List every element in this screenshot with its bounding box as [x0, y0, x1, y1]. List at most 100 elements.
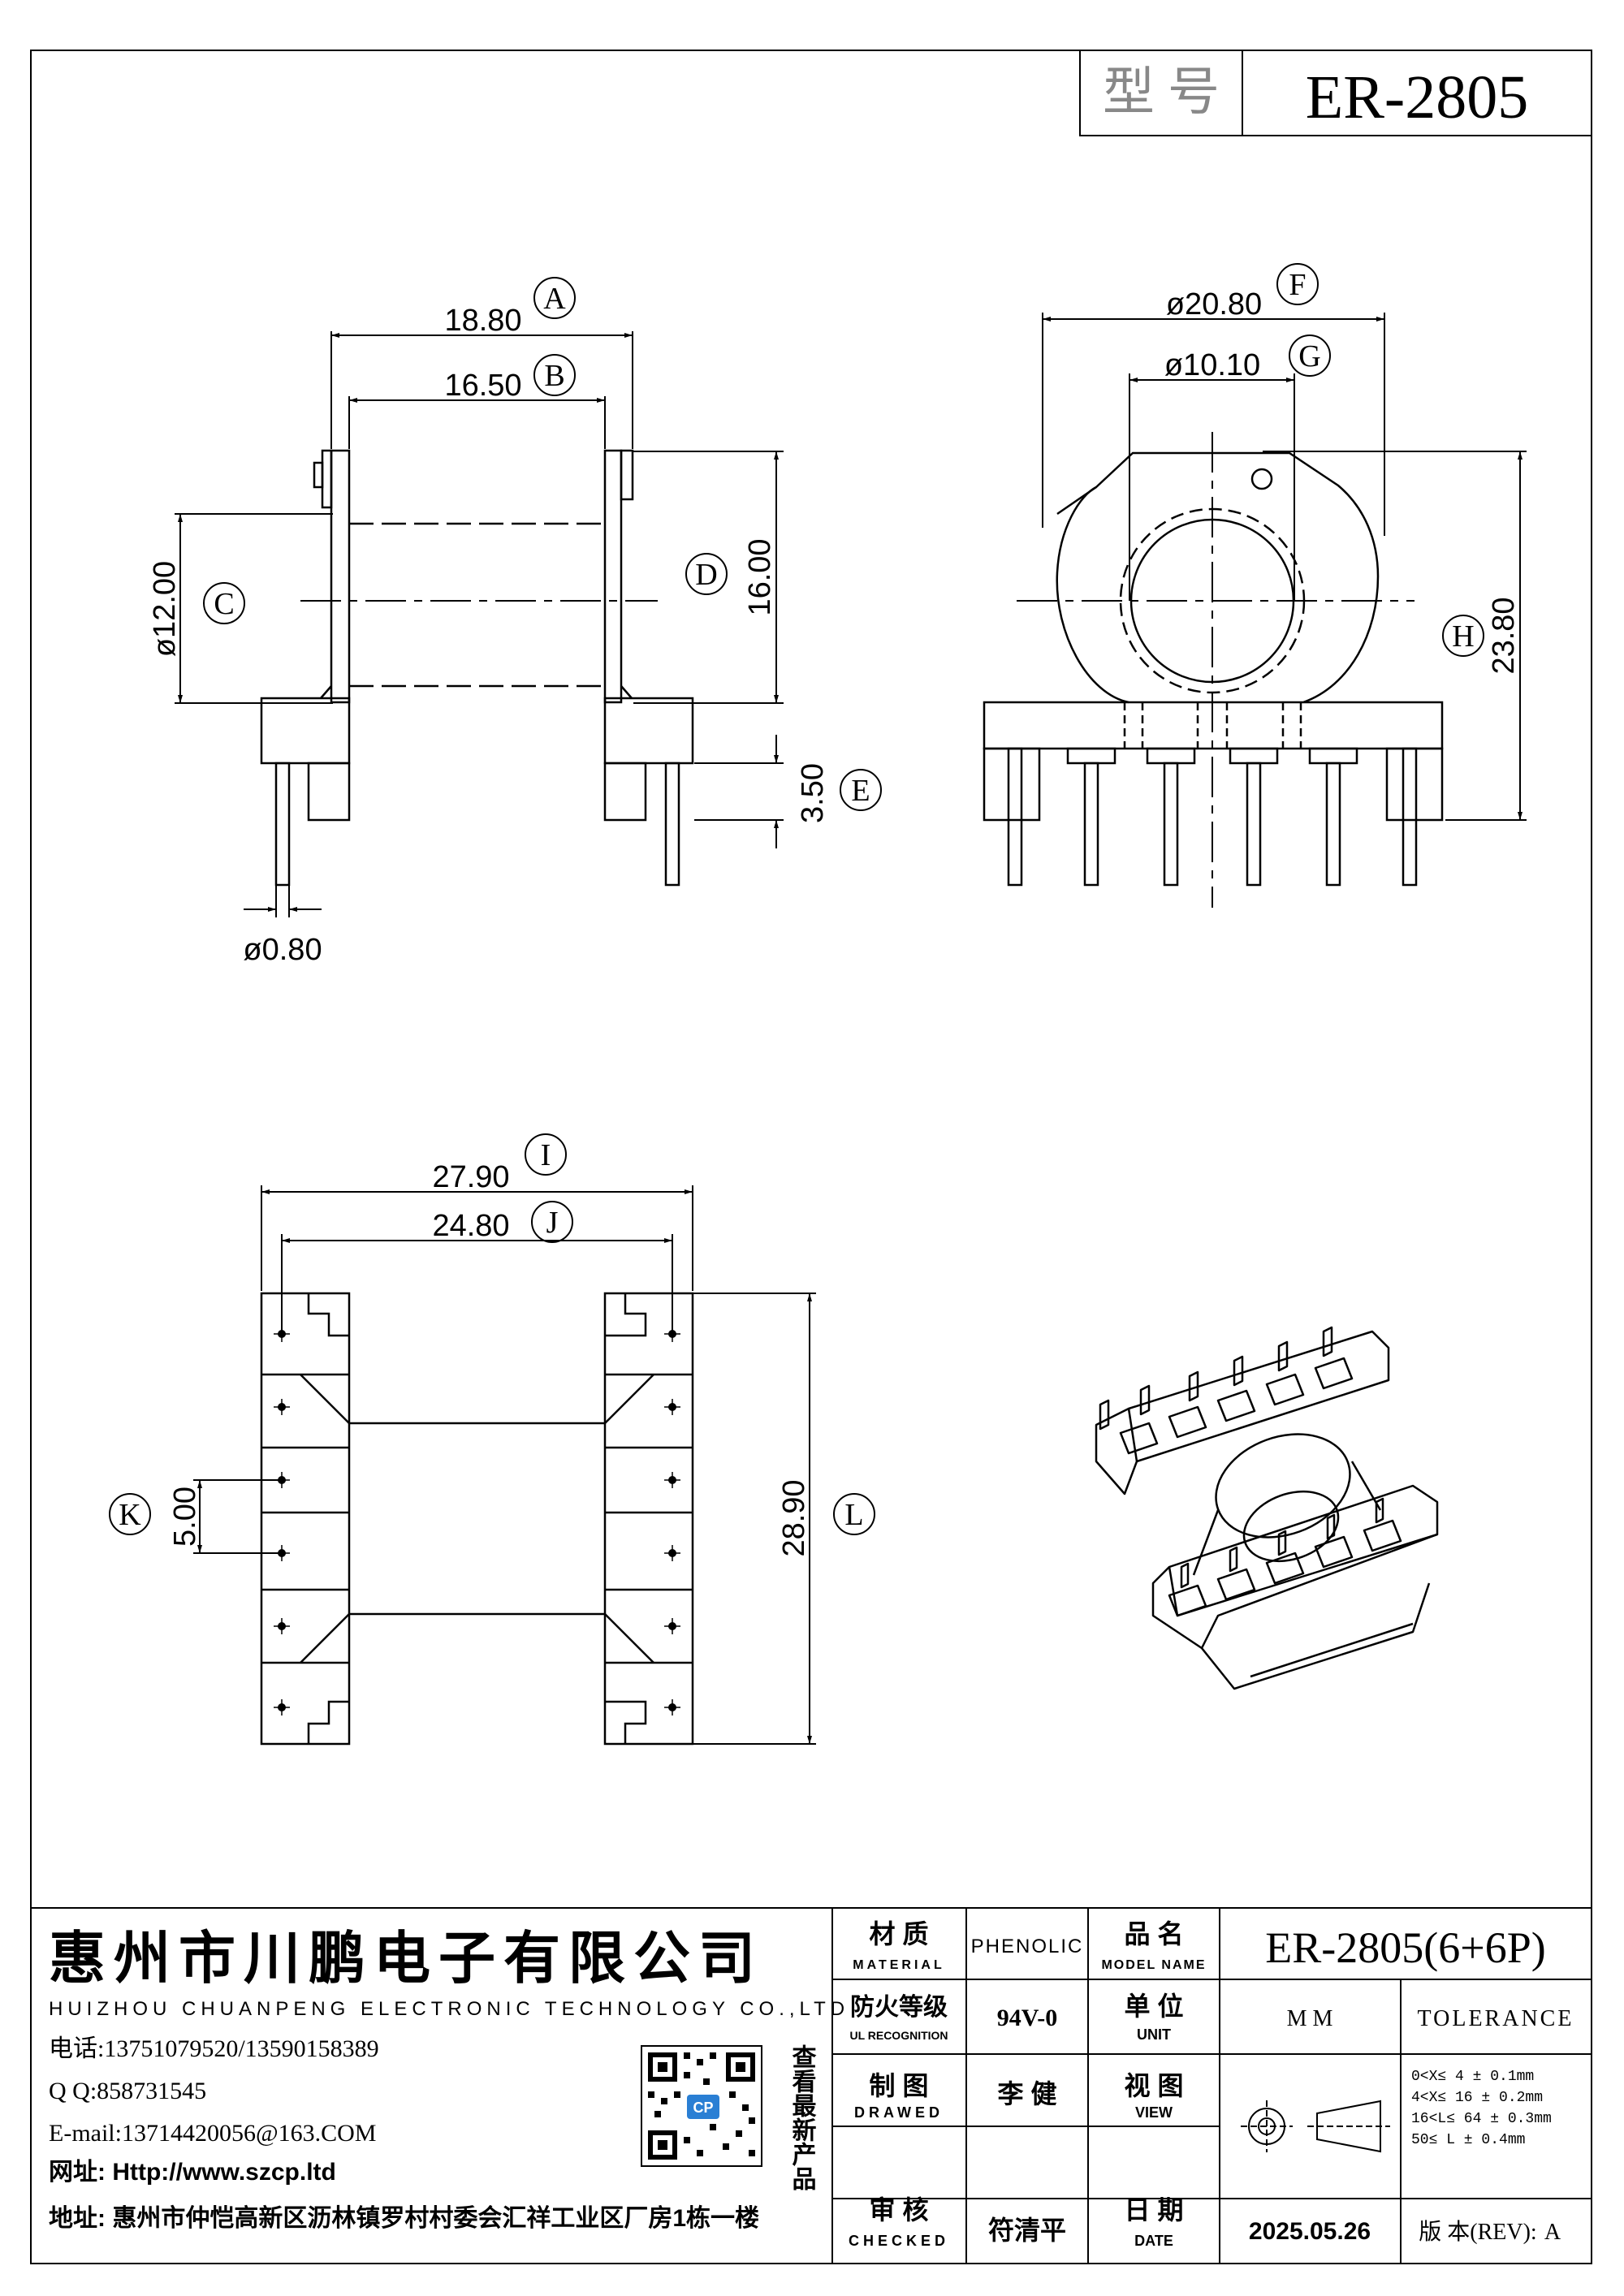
- front-view-dim-text: 18.80 A 16.50 B ø12.00 C 16.00 D 3.50 E …: [148, 277, 882, 967]
- balloon-k-label: K: [119, 1498, 141, 1532]
- dim-a-value: 18.80: [444, 304, 521, 338]
- dim-j-value: 24.80: [432, 1209, 509, 1243]
- front-left-notch: [313, 461, 324, 489]
- qr-badge-text: CP: [693, 2100, 713, 2116]
- balloon-e: [840, 769, 882, 811]
- front-view-dimensions: [175, 331, 784, 917]
- contact-qq: Q Q:858731545: [49, 2078, 206, 2104]
- tolerance-row: 0<X≤ 4 ± 0.1mm: [1411, 2069, 1534, 2085]
- balloon-b-label: B: [544, 359, 564, 393]
- header-model-value: ER-2805: [1306, 63, 1528, 132]
- tolerance-row: 16<L≤ 64 ± 0.3mm: [1411, 2111, 1552, 2127]
- company-name-cn: 惠州市川鹏电子有限公司: [49, 1927, 763, 1990]
- material-label-cn: 材 质: [870, 1919, 929, 1949]
- model-value: ER-2805(6+6P): [1265, 1923, 1545, 1972]
- front-left-base: [260, 697, 351, 765]
- balloon-f: [1276, 263, 1319, 305]
- side-view-dim-text: ø20.80 F ø10.10 G 23.80 H: [1164, 263, 1521, 675]
- date-label-en: DATE: [1134, 2233, 1173, 2249]
- front-left-pin-block: [307, 762, 351, 822]
- header-model-box: 型 号 ER-2805: [1079, 50, 1592, 136]
- drawn-label-en: DRAWED: [854, 2104, 944, 2121]
- unit-label-cn: 单 位: [1125, 1992, 1184, 2021]
- dim-e-value: 3.50: [796, 763, 830, 823]
- front-right-flange: [603, 449, 623, 704]
- balloon-h-label: H: [1452, 619, 1474, 654]
- qr-code: CP: [641, 2045, 762, 2167]
- view-label-cn: 视 图: [1125, 2071, 1184, 2100]
- unit-label-en: UNIT: [1137, 2026, 1171, 2043]
- balloon-j: [531, 1201, 573, 1243]
- projection-symbol-icon: [1241, 2100, 1390, 2153]
- front-left-flange-tab: [321, 449, 333, 509]
- flame-value: 94V-0: [997, 2005, 1057, 2031]
- header-model-label: 型 号: [1103, 63, 1220, 121]
- balloon-j-label: J: [546, 1206, 559, 1240]
- rev-label: 版 本(REV):: [1419, 2219, 1536, 2245]
- bottom-view: [260, 1292, 694, 1746]
- contact-phone: 电话:13751079520/13590158389: [49, 2035, 379, 2062]
- bottom-right-rail: [603, 1292, 694, 1746]
- tolerance-label: TOLERANCE: [1418, 2006, 1574, 2031]
- qr-side-text: 查看最新产品: [788, 2044, 817, 2190]
- side-flange-outline: [1056, 451, 1380, 704]
- bottom-left-rail: [260, 1292, 351, 1746]
- checked-label-en: CHECKED: [849, 2233, 949, 2249]
- bottom-view-pins: [278, 1330, 676, 1711]
- side-view-dimensions: [1042, 313, 1527, 821]
- balloon-f-label: F: [1289, 268, 1306, 302]
- side-pin1-mark: [1250, 468, 1273, 490]
- title-block-grid: [31, 1907, 1592, 2264]
- balloon-c: [203, 582, 245, 624]
- side-left-pin-block: [983, 747, 1041, 822]
- front-right-pin-block: [603, 762, 647, 822]
- side-view: [983, 432, 1444, 908]
- dim-b-value: 16.50: [444, 369, 521, 403]
- side-pin-6: [1402, 747, 1418, 887]
- dim-i-value: 27.90: [432, 1160, 509, 1194]
- tolerance-table: 0<X≤ 4 ± 0.1mm 4<X≤ 16 ± 0.2mm 16<L≤ 64 …: [1411, 2069, 1552, 2148]
- front-right-pin: [664, 762, 680, 887]
- side-pin-3: [1163, 762, 1179, 887]
- balloon-l-label: L: [844, 1498, 863, 1532]
- balloon-g: [1289, 334, 1331, 377]
- date-label-cn: 日 期: [1125, 2195, 1184, 2225]
- balloon-l: [833, 1493, 875, 1535]
- balloon-d: [685, 553, 728, 595]
- balloon-b: [533, 354, 576, 396]
- side-pin-1: [1007, 747, 1023, 887]
- dim-k-value: 5.00: [168, 1487, 202, 1547]
- front-right-base: [603, 697, 694, 765]
- title-block-fields: 材 质 MATERIAL PHENOLIC 品 名 MODEL NAME ER-…: [849, 1919, 1574, 2249]
- rev-value: A: [1544, 2220, 1561, 2245]
- title-block-company: 惠州市川鹏电子有限公司 HUIZHOU CHUANPENG ELECTRONIC…: [49, 1927, 844, 2232]
- material-label-en: MATERIAL: [853, 1958, 944, 1972]
- flame-label-en: UL RECOGNITION: [849, 2029, 948, 2042]
- balloon-i-label: I: [541, 1138, 551, 1172]
- drawn-label-cn: 制 图: [870, 2071, 929, 2100]
- unit-value: M M: [1287, 2006, 1333, 2031]
- balloon-g-label: G: [1298, 339, 1320, 373]
- front-right-flange-tab: [620, 449, 634, 501]
- contact-website: 网址: Http://www.szcp.ltd: [49, 2159, 336, 2186]
- front-left-flange: [330, 449, 351, 704]
- side-pin-2: [1083, 762, 1099, 887]
- side-right-pin-block: [1385, 747, 1444, 822]
- balloon-a: [533, 277, 576, 319]
- checked-value: 符清平: [988, 2216, 1066, 2245]
- balloon-a-label: A: [543, 282, 566, 316]
- dim-h-value: 23.80: [1487, 597, 1521, 674]
- dim-pin-value: ø0.80: [243, 933, 322, 967]
- side-base: [983, 701, 1444, 750]
- side-pin-4: [1246, 762, 1262, 887]
- flame-label-cn: 防火等级: [850, 1993, 948, 2021]
- side-pin-5: [1325, 762, 1341, 887]
- dim-d-value: 16.00: [743, 538, 777, 615]
- isometric-view: [1095, 1326, 1439, 1690]
- balloon-c-label: C: [214, 587, 234, 621]
- balloon-k: [109, 1493, 151, 1535]
- dim-g-value: ø10.10: [1164, 348, 1260, 382]
- sheet-border: [30, 50, 1592, 2264]
- balloon-h: [1442, 615, 1484, 657]
